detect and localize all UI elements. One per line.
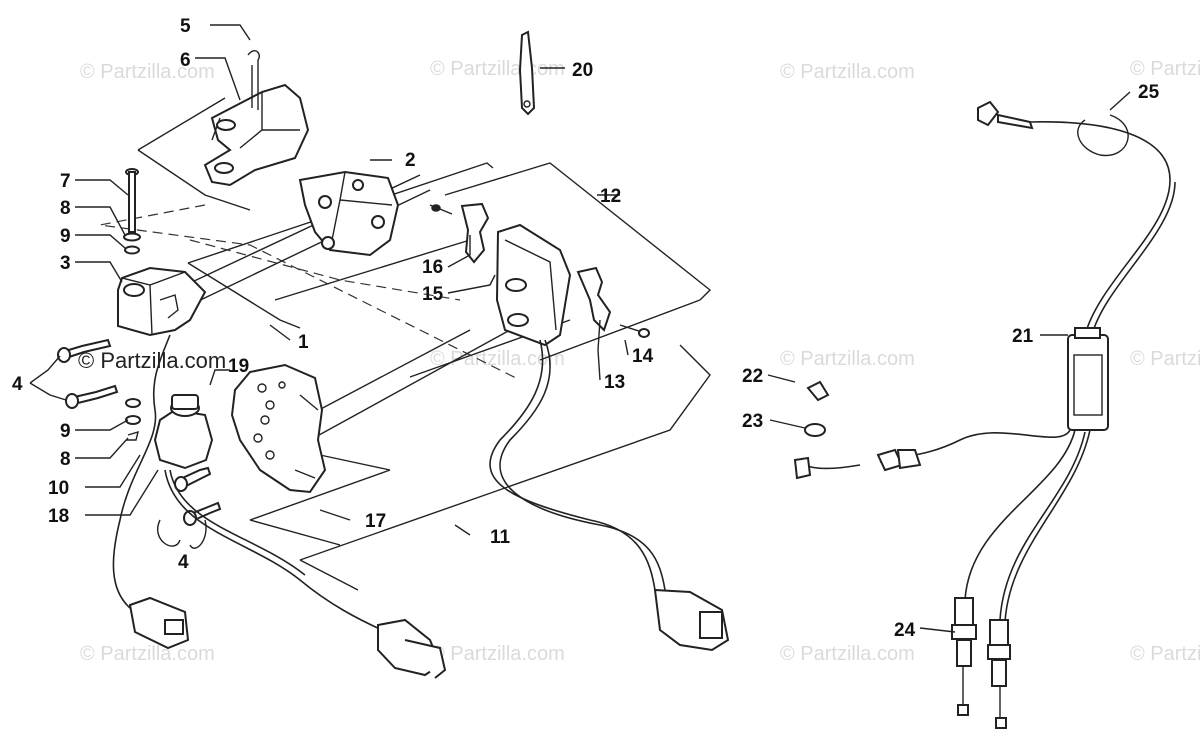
pin-part [123, 168, 141, 255]
washers-part [125, 398, 141, 441]
callout-11: 11 [490, 527, 511, 548]
upper-bracket-part [203, 50, 310, 187]
callout-labels: 5 6 7 8 9 3 2 1 4 9 8 10 18 19 4 17 11 2… [12, 16, 1160, 641]
callout-22: 22 [742, 366, 763, 387]
callout-23: 23 [742, 411, 763, 432]
watermark: © Partzilla.com [430, 643, 565, 665]
callout-8: 8 [60, 449, 71, 470]
callout-15: 15 [422, 284, 444, 305]
callout-10: 10 [48, 478, 69, 499]
cable-fittings-part [951, 597, 1011, 729]
watermark: © Partzilla.com [1130, 348, 1200, 370]
watermark: © Partzilla.com [430, 58, 565, 80]
callout-9: 9 [60, 226, 71, 247]
callout-4: 4 [178, 552, 189, 573]
callout-8: 8 [60, 198, 71, 219]
wiring-harnesses [112, 121, 1176, 631]
callout-14: 14 [632, 346, 654, 367]
watermark: © Partzilla.com [780, 61, 915, 83]
callout-25: 25 [1138, 82, 1160, 103]
watermark: © Partzilla.com [1130, 643, 1200, 665]
callout-18: 18 [48, 506, 69, 527]
watermark-foreground: © Partzilla.com [78, 348, 226, 373]
callout-6: 6 [180, 50, 191, 71]
callout-5: 5 [180, 16, 191, 37]
callout-2: 2 [405, 150, 416, 171]
actuator-part [298, 170, 400, 257]
assembly-frames [99, 97, 712, 591]
callout-24: 24 [894, 620, 916, 641]
leader-lines [29, 24, 1131, 633]
watermark: © Partzilla.com [1130, 58, 1200, 80]
screws-part [57, 338, 222, 526]
callout-16: 16 [422, 257, 443, 278]
watermark: © Partzilla.com [80, 61, 215, 83]
watermark: © Partzilla.com [780, 643, 915, 665]
callout-12: 12 [600, 186, 621, 207]
callout-7: 7 [60, 171, 71, 192]
callout-9: 9 [60, 421, 71, 442]
watermark: © Partzilla.com [80, 643, 215, 665]
callout-21: 21 [1012, 326, 1034, 347]
switch-body-part [429, 202, 650, 347]
watermark-layer: © Partzilla.com © Partzilla.com © Partzi… [78, 58, 1200, 665]
callout-13: 13 [604, 372, 625, 393]
drum-switch-part [230, 363, 327, 494]
callout-19: 19 [228, 356, 249, 377]
callout-4: 4 [12, 374, 23, 395]
watermark: © Partzilla.com [780, 348, 915, 370]
knob-part [153, 394, 214, 470]
watermark: © Partzilla.com [430, 348, 565, 370]
callout-17: 17 [365, 511, 386, 532]
callout-20: 20 [572, 60, 593, 81]
tool-part [518, 30, 536, 116]
callout-3: 3 [60, 253, 71, 274]
connectors [128, 100, 1129, 679]
callout-1: 1 [298, 332, 309, 353]
switch-housing-part [117, 266, 207, 337]
